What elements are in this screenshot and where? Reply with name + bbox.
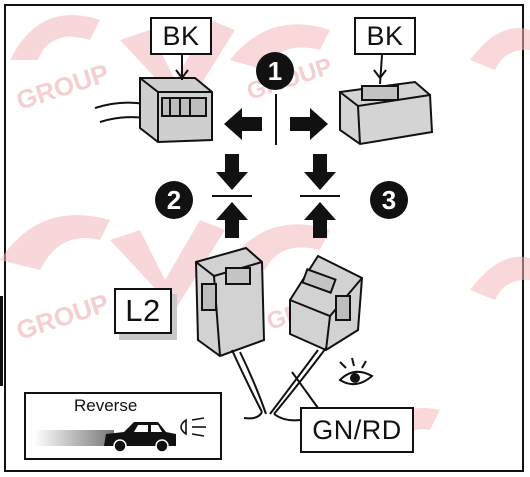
arrow-right-icon xyxy=(290,108,328,140)
eye-icon xyxy=(340,358,372,384)
press-arrows-right xyxy=(300,154,340,238)
headlight-icon xyxy=(181,418,206,436)
motion-blur xyxy=(34,430,114,446)
connector-bk-left xyxy=(95,55,212,142)
connector-l2-right xyxy=(290,256,362,350)
connector-bk-right xyxy=(340,55,432,144)
step-3-badge: 3 xyxy=(370,181,408,219)
label-l2: L2 xyxy=(114,288,172,334)
reverse-graphic xyxy=(26,394,224,462)
step-2-badge: 2 xyxy=(155,181,193,219)
arrow-up-icon xyxy=(216,202,248,238)
label-bk-right: BK xyxy=(354,17,416,55)
reverse-light-panel: Reverse xyxy=(24,392,222,460)
step-1-badge: 1 xyxy=(256,52,294,90)
label-wire-color: GN/RD xyxy=(300,407,414,453)
arrow-left-icon xyxy=(224,108,262,140)
press-arrows-left xyxy=(212,154,252,238)
label-bk-left: BK xyxy=(150,17,212,55)
separate-arrows xyxy=(224,94,328,145)
car-icon xyxy=(104,422,176,452)
connector-l2-left xyxy=(196,248,264,356)
arrow-down-icon xyxy=(216,154,248,190)
